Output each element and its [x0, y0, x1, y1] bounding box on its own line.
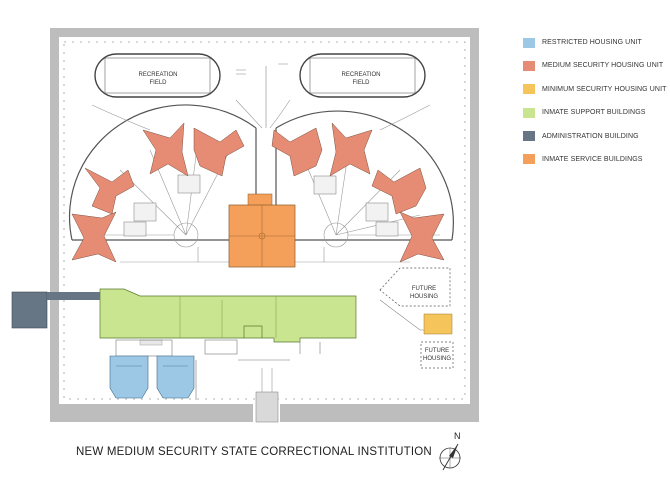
rec-field-left-label-1: RECREATION: [139, 72, 178, 78]
future-housing-b-label-2: HOUSING: [423, 356, 451, 362]
medium-unit-1: [142, 122, 189, 177]
legend-item: INMATE SUPPORT BUILDINGS: [523, 106, 667, 119]
recreation-field-right: RECREATION FIELD: [299, 53, 426, 98]
future-housing-b: FUTURE HOUSING: [420, 341, 454, 369]
plan-title: NEW MEDIUM SECURITY STATE CORRECTIONAL I…: [76, 446, 432, 458]
restricted-unit-2: [156, 355, 195, 399]
rec-field-right-label-1: RECREATION: [342, 72, 381, 78]
medium-unit-2: [193, 127, 245, 177]
medium-unit-8: [399, 211, 445, 263]
inmate-support-buildings: [99, 288, 357, 346]
medium-unit-3: [84, 167, 135, 215]
restricted-unit-1: [109, 355, 149, 399]
north-label: N: [454, 431, 461, 441]
medium-unit-7: [371, 167, 427, 215]
legend-label: INMATE SUPPORT BUILDINGS: [542, 109, 646, 117]
legend-swatch: [523, 154, 535, 165]
legend-item: INMATE SERVICE BUILDINGS: [523, 153, 667, 166]
legend-item: MINIMUM SECURITY HOUSING UNIT: [523, 83, 667, 96]
north-arrow-icon: [439, 443, 461, 471]
legend-label: RESTRICTED HOUSING UNIT: [542, 39, 642, 46]
inmate-service-building: [228, 193, 296, 268]
recreation-field-left: RECREATION FIELD: [94, 53, 221, 98]
future-housing-a-label-1: FUTURE: [412, 286, 436, 292]
legend-item: RESTRICTED HOUSING UNIT: [523, 36, 667, 49]
unit-blocks: [123, 174, 399, 237]
legend-label: MEDIUM SECURITY HOUSING UNIT: [542, 62, 664, 70]
administration-building: [11, 291, 48, 329]
future-housing-a: FUTURE HOUSING: [379, 267, 451, 307]
legend-swatch: [523, 131, 535, 142]
legend-label: MINIMUM SECURITY HOUSING UNIT: [542, 85, 667, 93]
entry-gate: [255, 391, 279, 423]
legend-swatch: [523, 84, 535, 95]
future-housing-a-label-2: HOUSING: [410, 294, 438, 300]
perimeter-fence-inner: [63, 41, 466, 400]
legend-label: INMATE SERVICE BUILDINGS: [542, 155, 643, 163]
legend-swatch: [523, 60, 535, 71]
rec-field-left-label-2: FIELD: [149, 80, 167, 86]
future-housing-b-label-1: FUTURE: [425, 348, 449, 354]
restricted-housing-units: [109, 355, 195, 399]
legend-item: ADMINISTRATION BUILDING: [523, 130, 667, 143]
legend-label: ADMINISTRATION BUILDING: [542, 132, 639, 140]
medium-unit-5: [271, 127, 323, 177]
legend-swatch: [523, 37, 535, 48]
rec-field-right-label-2: FIELD: [352, 80, 370, 86]
legend: RESTRICTED HOUSING UNIT MEDIUM SECURITY H…: [523, 36, 667, 176]
minimum-security-unit: [423, 313, 453, 335]
legend-swatch: [523, 107, 535, 118]
medium-unit-6: [329, 122, 373, 177]
medium-unit-4: [71, 211, 117, 263]
medium-security-units: [71, 122, 445, 263]
legend-item: MEDIUM SECURITY HOUSING UNIT: [523, 59, 667, 72]
